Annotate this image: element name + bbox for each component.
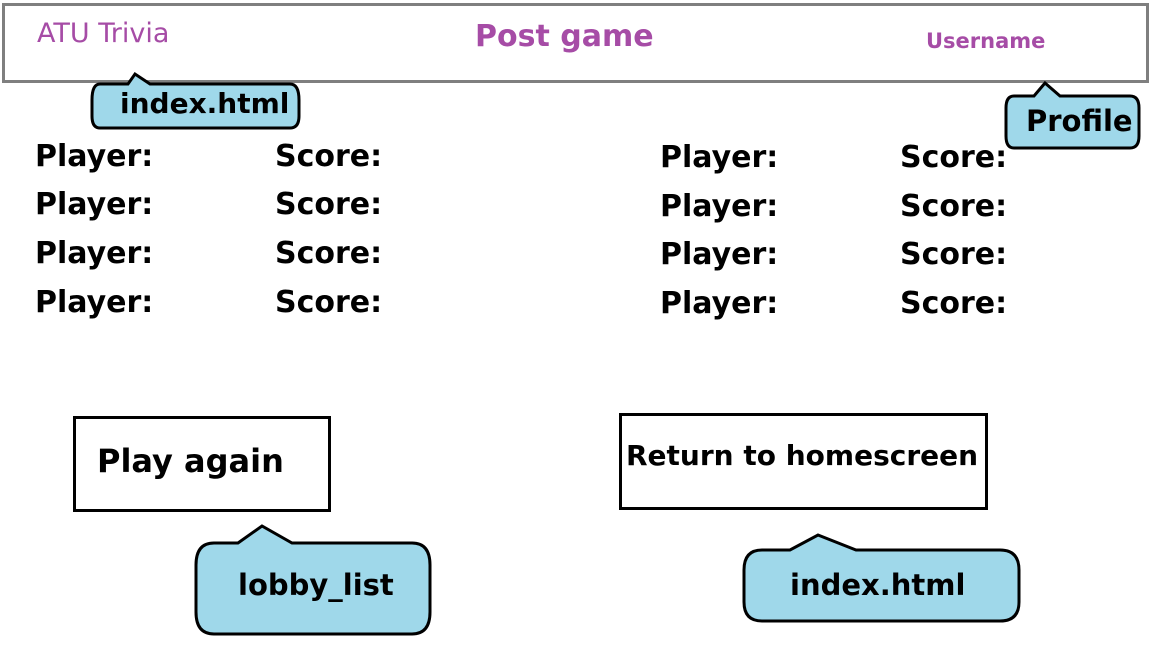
play-again-label: Play again [97, 442, 284, 480]
player-label: Player: [35, 139, 154, 174]
score-label: Score: [900, 286, 1008, 321]
player-label: Player: [35, 187, 154, 222]
score-label: Score: [275, 139, 383, 174]
callout-index-bottom-label: index.html [790, 568, 966, 602]
player-label: Player: [35, 285, 154, 320]
brand-link[interactable]: ATU Trivia [37, 18, 170, 49]
score-label: Score: [275, 236, 383, 271]
player-label: Player: [660, 286, 779, 321]
return-home-label: Return to homescreen [626, 439, 979, 472]
score-label: Score: [900, 237, 1008, 272]
page-title: Post game [475, 19, 654, 54]
callout-profile-label: Profile [1026, 104, 1133, 138]
header-bar [2, 3, 1149, 83]
score-label: Score: [900, 189, 1008, 224]
return-home-button[interactable] [619, 413, 988, 510]
player-label: Player: [660, 189, 779, 224]
player-label: Player: [35, 236, 154, 271]
player-label: Player: [660, 237, 779, 272]
play-again-button[interactable] [73, 416, 331, 512]
score-label: Score: [900, 140, 1008, 175]
player-label: Player: [660, 140, 779, 175]
callout-index-top-label: index.html [120, 87, 290, 120]
score-label: Score: [275, 285, 383, 320]
callout-lobby-list-label: lobby_list [238, 568, 394, 602]
username-link[interactable]: Username [926, 29, 1046, 53]
score-label: Score: [275, 187, 383, 222]
